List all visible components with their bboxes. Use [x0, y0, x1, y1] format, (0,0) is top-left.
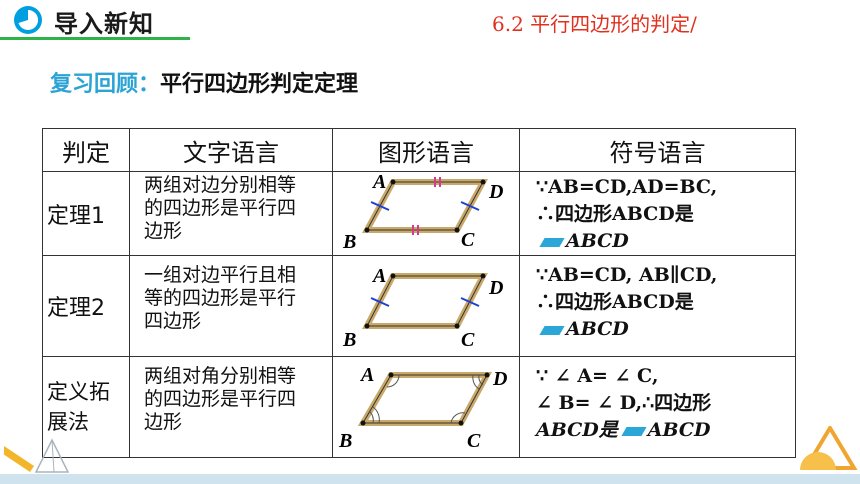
row-figure: A D B C — [332, 356, 520, 458]
row-symbolic: ∵AB=CD,AD=BC, ∴四边形ABCD是 ABCD — [519, 171, 796, 256]
row-description: 一组对边平行且相 等的四边形是平行 四边形 — [129, 255, 333, 357]
point-label: A — [359, 364, 374, 386]
point-label: B — [342, 231, 356, 252]
sym-text: ABCD是 — [536, 419, 618, 441]
pencil-pyramid-decoration — [0, 436, 84, 480]
row-symbolic: ∵ ∠ A= ∠ C, ∠ B= ∠ D,∴四边形 ABCD是 ABCD — [519, 356, 796, 458]
sym-text: ABCD — [566, 318, 629, 340]
header-cell: 判定 — [42, 128, 130, 172]
sym-line: ∴四边形ABCD是 — [536, 203, 694, 225]
review-label: 复习回顾： — [50, 72, 161, 97]
sym-line: ∠ B= ∠ D,∴四边形 — [536, 392, 712, 414]
parallelogram-figure: A D B C — [342, 172, 503, 252]
point-label: C — [467, 430, 481, 452]
table-row: 定义拓 展法 两组对角分别相等 的四边形是平行四 边形 A D B — [42, 356, 796, 458]
sym-line: ∵AB=CD,AD=BC, — [536, 176, 718, 198]
title-underline — [0, 37, 190, 40]
parallelogram-icon — [539, 325, 565, 335]
point-label: C — [461, 229, 475, 251]
desc-line: 等的四边形是平行 — [144, 287, 297, 309]
desc-line: 两组对角分别相等 — [144, 365, 297, 387]
point-label: D — [488, 181, 503, 203]
desc-line: 一组对边平行且相 — [144, 264, 297, 286]
sym-line: ABCD — [536, 228, 791, 255]
page-title: 导入新知 — [54, 10, 154, 38]
point-label: B — [342, 329, 356, 351]
header-cell: 符号语言 — [519, 128, 796, 172]
sym-line: ∵AB=CD, AB∥CD, — [536, 264, 718, 286]
sym-line: ∵ ∠ A= ∠ C, — [536, 365, 659, 387]
pie-icon — [14, 6, 42, 34]
row-symbolic: ∵AB=CD, AB∥CD, ∴四边形ABCD是 ABCD — [519, 255, 796, 357]
table-row: 定理2 一组对边平行且相 等的四边形是平行 四边形 A D B C ∵AB=CD… — [42, 255, 796, 357]
parallelogram-figure: A D B C — [342, 265, 503, 351]
desc-line: 四边形 — [144, 310, 202, 332]
point-label: D — [488, 277, 503, 299]
bottom-bar — [0, 474, 860, 484]
protractor-decoration — [796, 424, 858, 478]
point-label: D — [492, 368, 507, 390]
row-label-line: 定义拓 — [47, 380, 110, 404]
row-figure: A D B C — [332, 171, 520, 256]
sym-line: ABCD是 ABCD — [536, 417, 791, 444]
desc-line: 两组对边分别相等 — [144, 174, 297, 196]
row-description: 两组对边分别相等 的四边形是平行四 边形 — [129, 171, 333, 256]
point-label: A — [371, 265, 386, 287]
row-figure: A D B C — [332, 255, 520, 357]
parallelogram-icon — [539, 237, 565, 247]
review-heading: 复习回顾：平行四边形判定定理 — [50, 66, 358, 98]
header-cell: 文字语言 — [129, 128, 333, 172]
parallelogram-figure: A D B C — [338, 364, 507, 452]
header-cell: 图形语言 — [332, 128, 520, 172]
desc-line: 的四边形是平行四 — [144, 197, 297, 219]
point-label: A — [371, 172, 386, 193]
desc-line: 的四边形是平行四 — [144, 388, 297, 410]
header: 导入新知 6.2 平行四边形的判定/ — [0, 0, 860, 42]
sym-line: ∴四边形ABCD是 — [536, 291, 694, 313]
sym-text: ABCD — [647, 419, 711, 441]
row-label: 定理2 — [42, 255, 130, 357]
point-label: C — [461, 329, 475, 351]
desc-line: 边形 — [144, 220, 183, 242]
row-description: 两组对角分别相等 的四边形是平行四 边形 — [129, 356, 333, 458]
table-row: 定理1 两组对边分别相等 的四边形是平行四 边形 A D B C — [42, 171, 796, 256]
point-label: B — [338, 430, 352, 452]
review-text: 平行四边形判定定理 — [160, 72, 359, 97]
theorem-table: 判定 文字语言 图形语言 符号语言 定理1 两组对边分别相等 的四边形是平行四 … — [42, 128, 796, 458]
section-title: 6.2 平行四边形的判定/ — [492, 12, 697, 36]
row-label-line: 展法 — [47, 410, 89, 434]
sym-text: ABCD — [566, 230, 629, 252]
table-header-row: 判定 文字语言 图形语言 符号语言 — [42, 128, 796, 172]
row-label: 定理1 — [42, 171, 130, 256]
parallelogram-icon — [621, 426, 647, 436]
desc-line: 边形 — [144, 411, 183, 433]
sym-line: ABCD — [536, 316, 791, 343]
